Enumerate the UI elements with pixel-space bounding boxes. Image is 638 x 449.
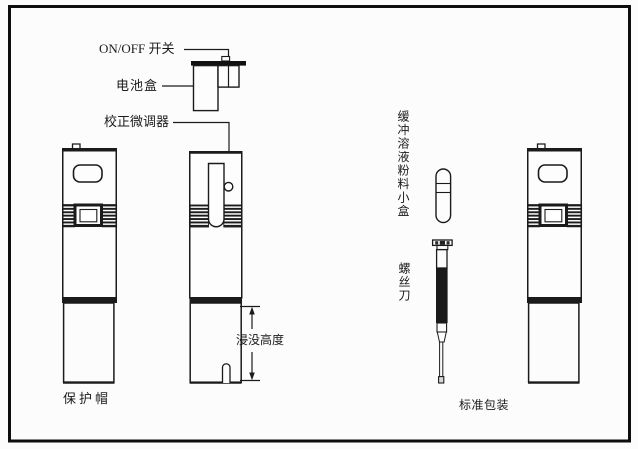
protective-cap-label: 保护帽 [63, 391, 112, 406]
on-off-leader-line [184, 48, 230, 57]
immersion-height-dimension [240, 305, 260, 382]
screwdriver-label: 螺丝刀 [397, 262, 411, 303]
immersion-height-label: 浸没高度 [236, 333, 285, 347]
battery-box-outline [192, 64, 219, 112]
ph-meter-front-right [525, 142, 584, 385]
standard-package-label: 标准包装 [459, 398, 510, 412]
pocket-clip [207, 162, 225, 228]
arrow-down-icon [249, 372, 255, 381]
buffer-powder-box-label: 缓冲溶液粉料小盒 [396, 110, 410, 218]
buffer-powder-capsule [435, 168, 452, 224]
figure-border [8, 5, 631, 443]
exploded-battery-compartment [162, 48, 246, 183]
screwdriver-grip [436, 268, 448, 323]
calibration-trimmer-label: 校正微调器 [104, 114, 170, 129]
ph-meter-front-left [60, 142, 119, 385]
arrow-up-icon [249, 306, 255, 315]
on-off-switch-label: ON/OFF 开关 [99, 41, 175, 56]
battery-box-label: 电池盒 [116, 78, 159, 93]
screwdriver-drawing [431, 239, 453, 384]
cap-bar [191, 61, 246, 66]
sensor-notch [221, 363, 231, 383]
on-off-switch-knob [221, 55, 231, 62]
calibration-trimmer-hole [223, 181, 234, 192]
ph-meter-back-middle [189, 151, 243, 384]
screwdriver-blade-tip [438, 376, 445, 384]
